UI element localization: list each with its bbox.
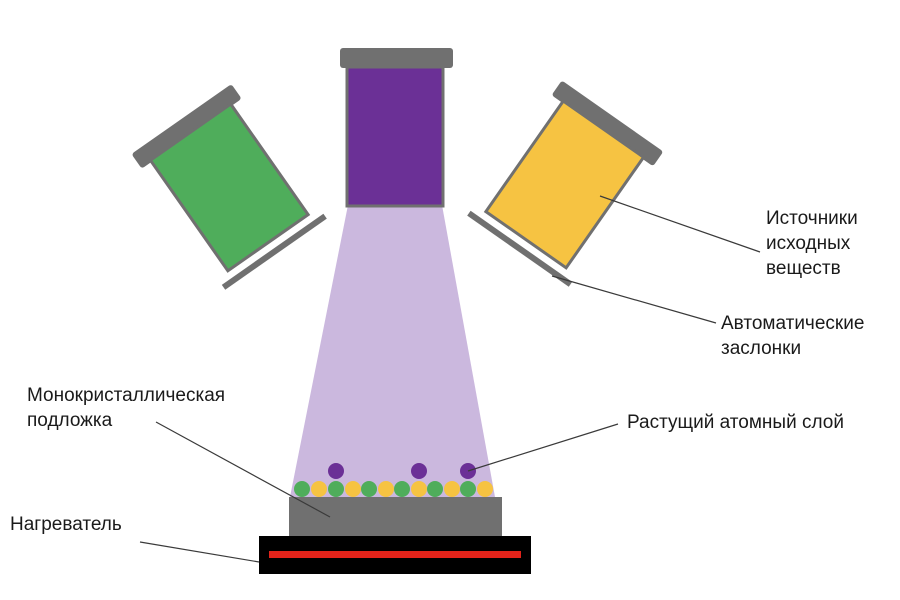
source-purple — [340, 48, 453, 208]
leader-growing-layer — [467, 423, 619, 472]
label-sources-line-3: веществ — [766, 258, 841, 279]
label-substrate-line-2: подложка — [27, 410, 113, 431]
atom — [394, 481, 410, 497]
shutter-right — [467, 210, 573, 287]
label-shutters-line-1: Автоматические — [721, 313, 865, 334]
molecular-beam — [290, 205, 495, 497]
leader-shutters — [551, 275, 717, 324]
leader-substrate — [155, 421, 331, 518]
leader-heater — [139, 541, 260, 563]
source-yellow-body — [483, 98, 646, 270]
atom — [328, 463, 344, 479]
label-sources-line-1: Источники — [766, 208, 858, 229]
atom — [345, 481, 361, 497]
atom — [411, 463, 427, 479]
source-green-body — [148, 101, 311, 273]
label-shutters-line-2: заслонки — [721, 338, 802, 359]
label-substrate-line-1: Монокристаллическая — [27, 385, 226, 406]
label-growing-layer: Растущий атомный слой — [627, 412, 844, 433]
atom — [328, 481, 344, 497]
label-heater: Нагреватель — [10, 514, 122, 535]
source-green-cap — [132, 85, 241, 168]
atom — [427, 481, 443, 497]
label-substrate: Монокристаллическая подложка — [27, 383, 225, 433]
heater-element — [269, 551, 521, 558]
atom — [477, 481, 493, 497]
shutter-left — [221, 213, 327, 290]
source-purple-cap — [340, 48, 453, 68]
source-purple-body — [345, 65, 445, 208]
atom — [444, 481, 460, 497]
substrate — [289, 497, 502, 536]
source-yellow — [467, 81, 663, 287]
atom — [378, 481, 394, 497]
source-yellow-cap — [552, 81, 663, 166]
atom — [361, 481, 377, 497]
label-sources: Источники исходных веществ — [766, 206, 858, 281]
label-sources-line-2: исходных — [766, 233, 851, 254]
atom — [294, 481, 310, 497]
source-green — [132, 85, 327, 290]
leader-sources — [599, 195, 761, 253]
atom — [311, 481, 327, 497]
atom — [460, 481, 476, 497]
label-shutters: Автоматические заслонки — [721, 311, 864, 361]
atom — [411, 481, 427, 497]
atom-layer — [294, 463, 493, 497]
